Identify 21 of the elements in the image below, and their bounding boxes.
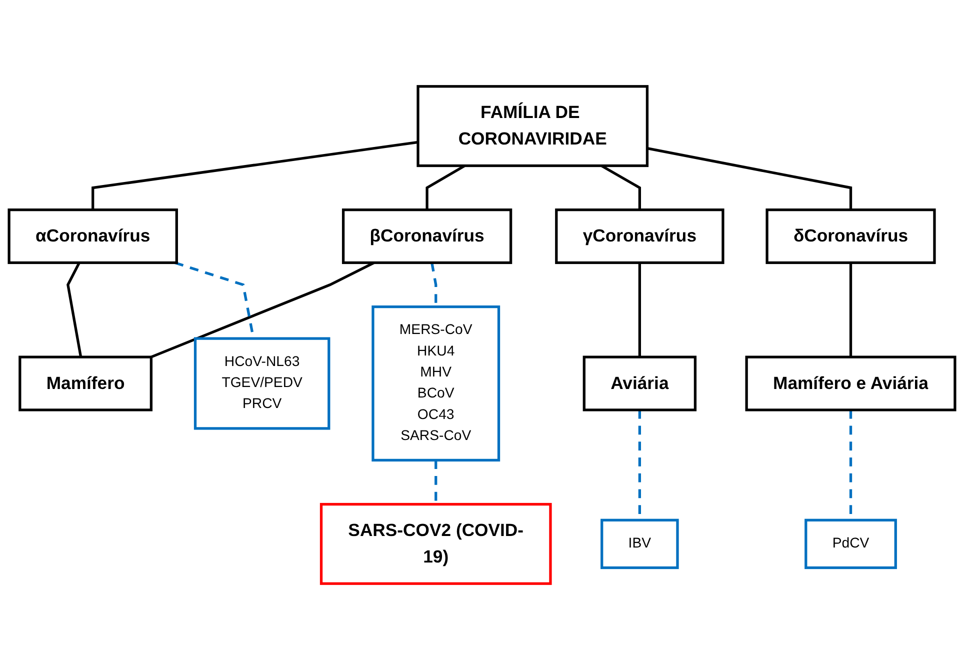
- node-box: IBV: [600, 518, 679, 570]
- node-box: Mamífero: [18, 356, 152, 412]
- connector: [150, 262, 375, 358]
- connector: [849, 262, 852, 358]
- node-box: PdCV: [804, 518, 897, 570]
- node-box: βCoronavírus: [342, 208, 512, 264]
- node-box: MERS-CoV HKU4 MHV BCoV OC43 SARS-CoV: [372, 305, 500, 462]
- connector: [66, 262, 82, 358]
- node-box: SARS-COV2 (COVID-19): [320, 502, 552, 585]
- connector: [426, 164, 466, 210]
- node-box: αCoronavírus: [8, 208, 178, 264]
- node-box: HCoV-NL63 TGEV/PEDV PRCV: [194, 337, 330, 430]
- connector: [638, 262, 641, 358]
- node-box: γCoronavírus: [555, 208, 724, 264]
- node-box: FAMÍLIA DE CORONAVIRIDAE: [416, 85, 649, 168]
- node-box: Mamífero e Aviária: [745, 356, 956, 412]
- node-box: δCoronavírus: [766, 208, 936, 264]
- connector: [600, 164, 641, 210]
- node-box: Aviária: [582, 356, 697, 412]
- connector: [646, 147, 852, 210]
- connector: [92, 140, 418, 210]
